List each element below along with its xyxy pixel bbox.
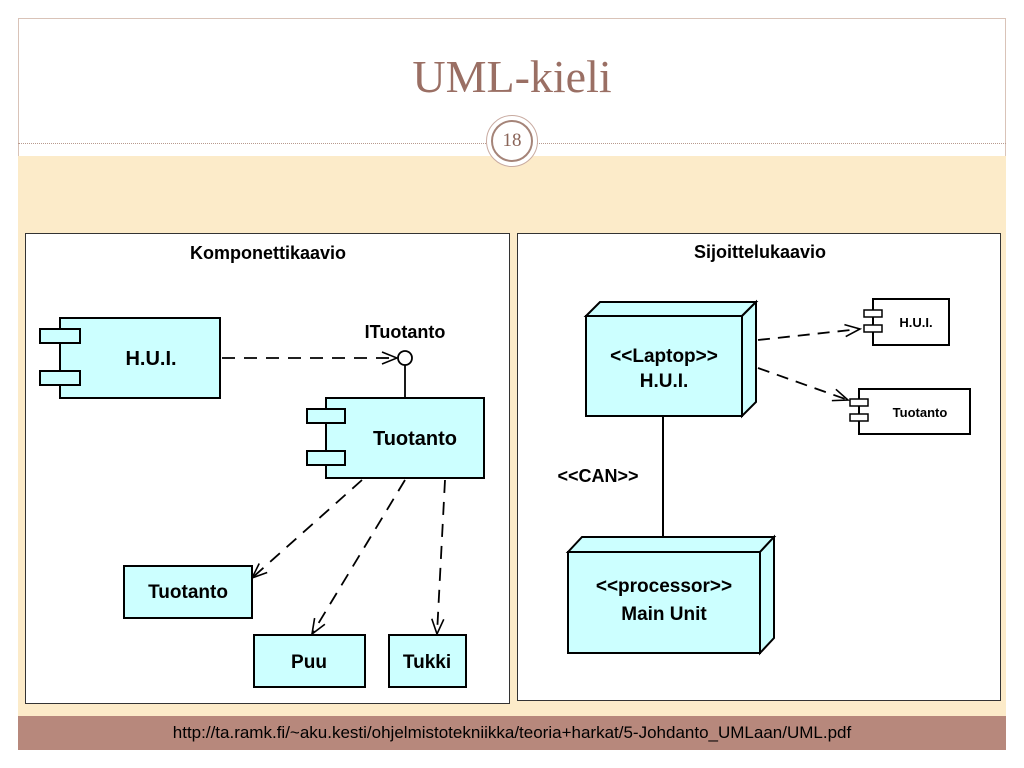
hui-component: H.U.I. [39, 317, 221, 399]
hui-component-label: H.U.I. [125, 348, 176, 370]
class-puu: Puu [253, 634, 366, 688]
hui-component-tab-top [39, 328, 81, 344]
laptop-node: <<Laptop>> H.U.I. [583, 299, 759, 419]
title-area: UML-kieli [0, 0, 1024, 145]
footer-bar [18, 716, 1006, 750]
artifact-hui-box [872, 298, 950, 346]
interface-label: ITuotanto [365, 322, 446, 342]
laptop-name: H.U.I. [640, 371, 689, 392]
artifact-tuotanto-tab-bottom [849, 413, 869, 422]
processor-node-side [759, 534, 775, 656]
processor-node: <<processor>> Main Unit [565, 534, 777, 656]
tuotanto-component-label: Tuotanto [373, 428, 457, 450]
deployment-diagram: Sijoittelukaavio <<Laptop>> H.U.I. H.U.I… [557, 242, 971, 656]
tuotanto-component-tab-top [306, 408, 346, 424]
artifact-hui: H.U.I. [863, 298, 950, 346]
footer-url: http://ta.ramk.fi/~aku.kesti/ohjelmistot… [172, 723, 852, 742]
component-diagram-title: Komponettikaavio [190, 243, 346, 263]
dependency-arrow-tukki [437, 479, 446, 634]
class-tukki: Tukki [388, 634, 467, 688]
deployment-diagram-title: Sijoittelukaavio [694, 242, 826, 262]
artifact-hui-tab-top [863, 309, 883, 318]
laptop-to-hui-arrow [757, 329, 860, 341]
processor-stereotype: <<processor>> [596, 576, 732, 597]
tuotanto-component-box [325, 397, 485, 479]
slide-number: 18 [491, 120, 533, 162]
slide-number-badge: 18 [486, 115, 538, 167]
tuotanto-component: Tuotanto [306, 397, 485, 479]
artifact-tuotanto-label: Tuotanto [893, 405, 948, 420]
laptop-node-side [741, 299, 757, 419]
deployment-diagram-panel: Sijoittelukaavio <<Laptop>> H.U.I. H.U.I… [517, 233, 1001, 701]
processor-node-front [567, 551, 761, 654]
slide-title: UML-kieli [412, 51, 612, 102]
component-diagram-panel: Komponettikaavio H.U.I. ITuotanto Tuotan… [25, 233, 510, 704]
artifact-tuotanto-box [858, 388, 971, 435]
artifact-tuotanto-tab-top [849, 398, 869, 407]
processor-name: Main Unit [621, 604, 707, 625]
artifact-tuotanto: Tuotanto [849, 388, 971, 435]
hui-component-box [59, 317, 221, 399]
hui-component-tab-bottom [39, 370, 81, 386]
component-diagram: Komponettikaavio H.U.I. ITuotanto Tuotan… [39, 243, 485, 688]
laptop-node-top [583, 301, 759, 317]
class-tukki-label: Tukki [403, 652, 451, 673]
class-tukki-box [388, 634, 467, 688]
artifact-hui-label: H.U.I. [899, 315, 932, 330]
processor-node-top [565, 536, 777, 553]
interface-lollipop-icon [397, 350, 413, 366]
class-tuotanto-box [123, 565, 253, 619]
artifact-hui-tab-bottom [863, 324, 883, 333]
laptop-stereotype: <<Laptop>> [610, 346, 718, 367]
laptop-to-tuotanto-arrow [757, 367, 848, 400]
dependency-arrow-tuotanto [252, 479, 363, 578]
class-puu-box [253, 634, 366, 688]
can-link-label: <<CAN>> [557, 466, 638, 486]
class-puu-label: Puu [291, 652, 327, 673]
class-tuotanto-label: Tuotanto [148, 582, 228, 603]
class-tuotanto: Tuotanto [123, 565, 253, 619]
tuotanto-component-tab-bottom [306, 450, 346, 466]
dependency-arrow-puu [312, 479, 406, 634]
